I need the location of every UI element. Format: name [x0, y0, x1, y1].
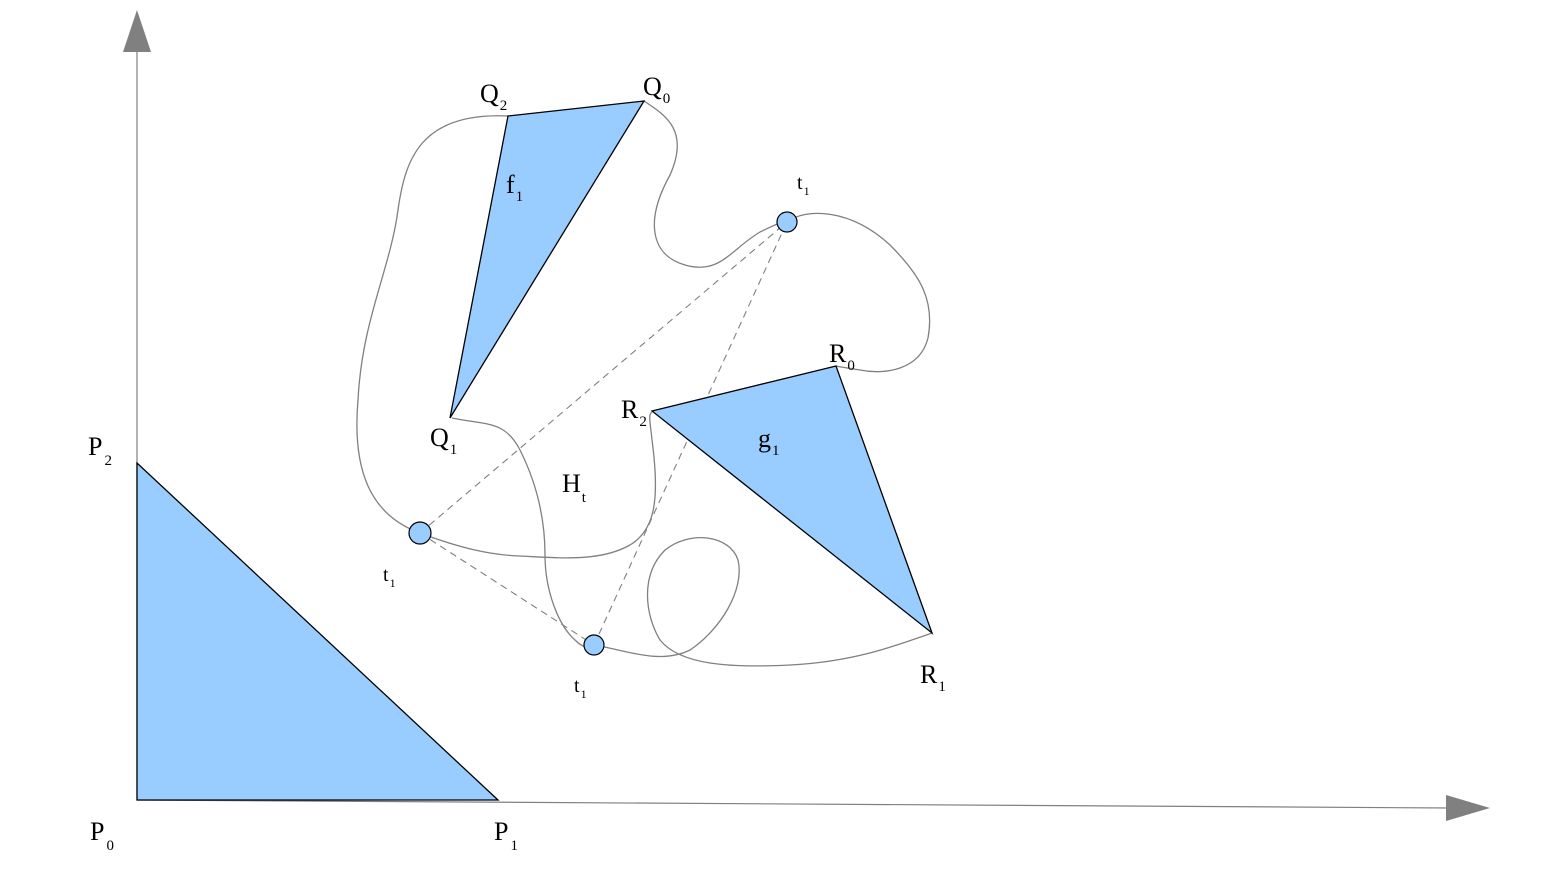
- label-ht: Ht: [562, 469, 587, 506]
- path-curve-q0: [643, 100, 788, 268]
- label-r1: R1: [920, 660, 946, 695]
- label-q2: Q2: [480, 79, 507, 114]
- dashed-edge-left-bottom: [419, 532, 595, 646]
- path-curve-loop: [593, 537, 933, 667]
- label-r0: R0: [829, 339, 855, 374]
- label-t-top: t1: [797, 172, 810, 198]
- point-t-top: [776, 211, 798, 233]
- label-f1: f1: [506, 170, 523, 205]
- path-curve-q1: [451, 417, 595, 648]
- horizontal-axis-arrowhead: [1446, 795, 1490, 821]
- simplex-p: [136, 461, 500, 801]
- label-t-bottom: t1: [574, 675, 587, 701]
- point-t-bottom: [583, 634, 605, 656]
- point-t-left: [408, 521, 432, 545]
- label-g1: g1: [758, 424, 780, 459]
- horizontal-axis: [136, 799, 1451, 809]
- label-q0: Q0: [643, 72, 670, 107]
- vertical-axis-arrowhead: [123, 10, 151, 52]
- label-q1: Q1: [430, 423, 457, 458]
- simplex-f1: [449, 100, 646, 419]
- simplex-g1: [650, 365, 934, 635]
- dashed-edge-left-top: [419, 221, 788, 534]
- label-t-left: t1: [383, 564, 396, 590]
- path-curve-t-r0: [786, 212, 931, 373]
- label-r2: R2: [621, 395, 647, 430]
